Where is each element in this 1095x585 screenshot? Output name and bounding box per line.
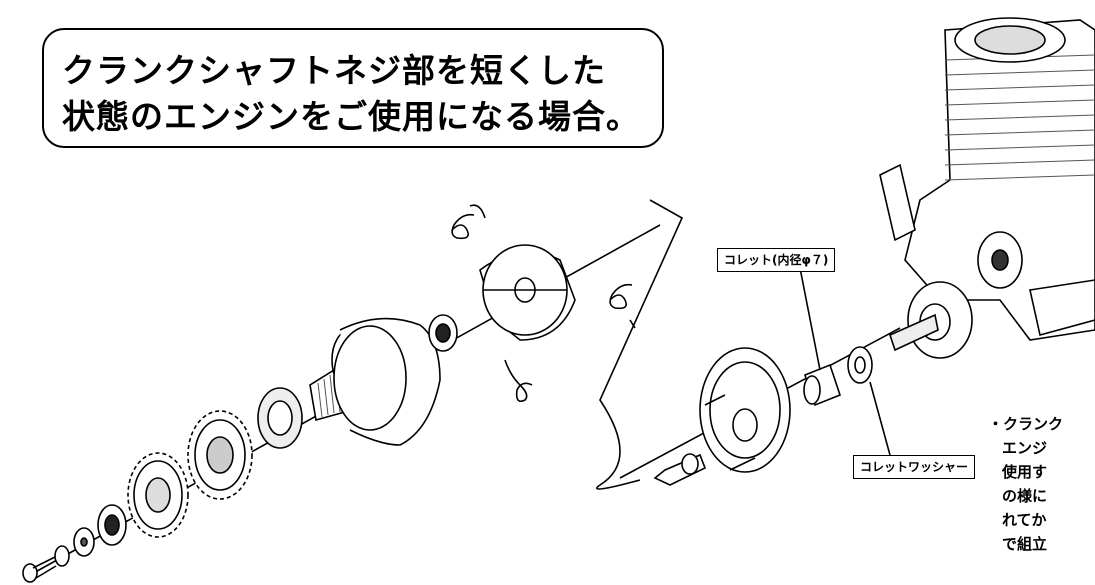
flywheel — [699, 347, 791, 473]
title-line-2: 状態のエンジンをご使用になる場合。 — [62, 97, 640, 136]
title-box: クランクシャフトネジ部を短くした 状態のエンジンをご使用になる場合。 — [42, 28, 664, 148]
clutch-shoe — [479, 244, 576, 341]
note-line: 使用す — [1002, 463, 1048, 481]
collet-washer-label: コレットワッシャー — [853, 455, 976, 479]
collet-label: コレット(内径φ７) — [717, 248, 836, 272]
clutch-bell — [309, 317, 441, 446]
note-line: れてか — [1002, 511, 1047, 529]
knurled-nut — [257, 387, 303, 449]
screw — [22, 556, 57, 583]
note-line: で組立 — [1002, 535, 1048, 553]
bearing-small — [97, 504, 127, 546]
engine — [879, 17, 1095, 359]
collet-washer — [847, 346, 873, 384]
title-line-1: クランクシャフトネジ部を短くした — [62, 51, 606, 90]
spring-1 — [451, 204, 486, 240]
note-line: の様に — [1002, 487, 1048, 505]
guide-loop — [596, 199, 684, 490]
note-line: ・クランク — [988, 415, 1064, 433]
collet-washer-leader — [869, 381, 891, 456]
spring-2 — [609, 283, 636, 329]
spring-3 — [504, 359, 533, 403]
bearing-large — [428, 314, 458, 352]
collet-stud — [653, 453, 707, 486]
note-line: エンジ — [1002, 439, 1048, 457]
spur-gear-1 — [127, 452, 189, 538]
collet — [803, 363, 841, 407]
assembly-note: ・クランク エンジ 使用す の様に れてか で組立 — [988, 412, 1063, 556]
collet-leader — [799, 267, 821, 371]
spur-gear-2 — [187, 410, 253, 500]
washer-1 — [54, 545, 70, 567]
